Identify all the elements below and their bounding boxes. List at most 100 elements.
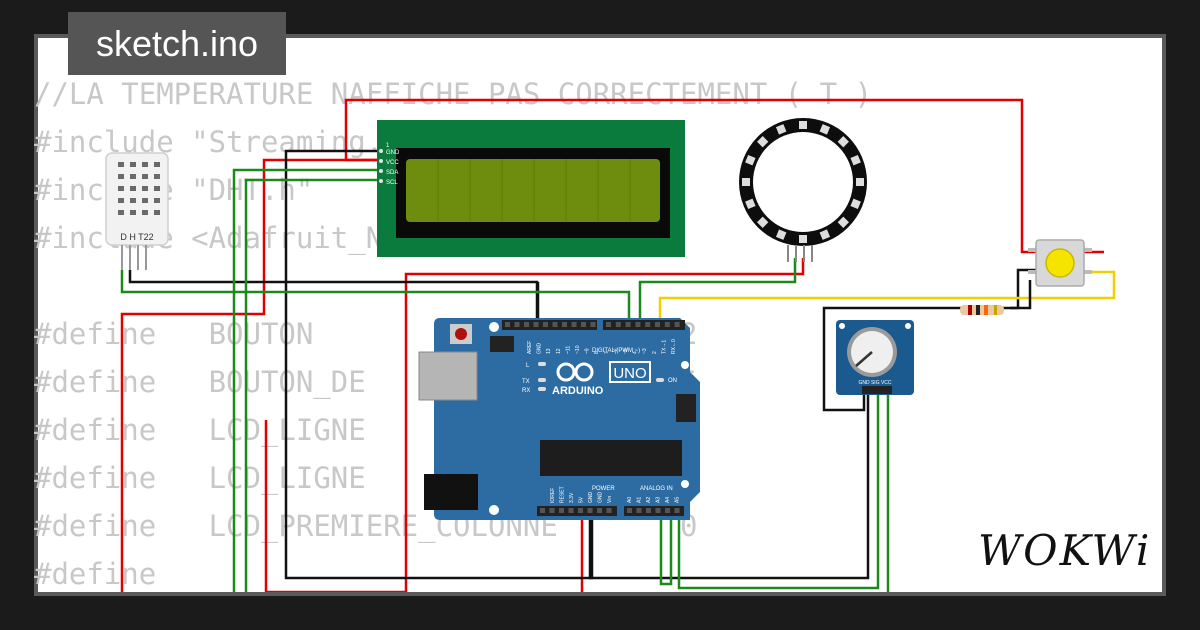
pin-label: 3.3V [569,492,575,503]
on-label: ON [668,378,677,384]
lcd-pin-scl: SCL [386,180,398,186]
header-pin[interactable] [559,508,564,513]
header-pin[interactable] [646,508,651,513]
header-pin[interactable] [578,508,583,513]
pot-pin-labels: GND SIG VCC [858,380,891,386]
lcd-pin-gnd: GND [386,150,400,156]
header-pin[interactable] [655,322,660,327]
header-pin[interactable] [625,322,631,327]
wire-green [677,392,880,590]
header-pin[interactable] [533,322,539,327]
pin-label: 12 [556,348,562,354]
header-pin[interactable] [636,508,642,513]
header-pin[interactable] [597,508,602,513]
rx-label: RX [522,388,530,394]
wire-red [120,158,380,592]
header-pin[interactable] [540,508,545,513]
code-line: #define BOUTON 2 [34,317,698,351]
neopixel-led [757,136,769,148]
pin-label: A3 [656,497,662,503]
potentiometer[interactable]: GND SIG VCC [836,320,914,395]
neopixel-led [745,198,756,210]
pin-label: 4 [633,351,639,354]
pin-label: A0 [627,497,633,503]
header-pin[interactable] [552,322,558,327]
neopixel-ring[interactable] [739,118,867,262]
arduino-model: UNO [613,365,646,382]
push-button[interactable] [1028,239,1092,287]
pin-label: ~11 [565,346,571,354]
header-pin[interactable] [514,322,520,327]
pin-label: 7 [604,351,610,354]
pin-label: Vin [607,496,613,503]
lcd-pin-sda: SDA [386,170,398,176]
header-pin[interactable] [615,322,621,327]
neopixel-led [850,198,861,210]
pin-label: 8 [594,351,600,354]
pin-label: 2 [652,351,658,354]
header-pin[interactable] [655,508,661,513]
pin-label: GND [537,343,543,355]
wire-black [822,268,1040,412]
neopixel-led [799,235,807,243]
neopixel-led [819,229,831,240]
header-pin[interactable] [627,508,632,513]
header-pin[interactable] [581,322,586,327]
header-pin[interactable] [664,322,670,327]
neopixel-led [745,154,756,166]
tx-label: TX [522,379,530,385]
pin-label: ~9 [585,348,591,354]
wire-green [659,512,673,586]
pin-label: A1 [637,497,643,503]
pin-label: AREF [527,341,533,354]
header-pin[interactable] [587,508,593,513]
wire-green [120,270,631,322]
neopixel-led [837,136,849,148]
neopixel-led [856,178,864,186]
pin-label: TX→1 [661,340,667,354]
arduino-brand: ARDUINO [552,385,604,397]
power-label: POWER [592,486,615,492]
pin-label: GND [588,492,594,504]
dht22-sensor[interactable]: D H T22 [105,152,169,270]
neopixel-led [775,229,787,240]
header-pin[interactable] [606,322,611,327]
pin-label: ~5 [623,348,629,354]
pin-label: 13 [546,348,552,354]
header-pin[interactable] [505,322,510,327]
header-pin[interactable] [674,322,680,327]
arduino-uno-board[interactable]: ARDUINO UNO DIGITAL (PWM ~) POWER ANALOG… [418,318,700,520]
header-pin[interactable] [606,508,612,513]
header-pin[interactable] [562,322,567,327]
header-pin[interactable] [543,322,548,327]
wokwi-logo: WOKWi [978,526,1152,575]
neopixel-led [757,216,769,228]
code-line: //LA TEMPERATURE NAFFICHE PAS CORRECTEME… [34,77,873,111]
analog-label: ANALOG IN [640,486,673,492]
header-pin[interactable] [645,322,651,327]
wire-green [232,168,380,592]
header-pin[interactable] [549,508,555,513]
wire-green [638,258,797,322]
sketch-filename-tab[interactable]: sketch.ino [68,12,286,75]
neopixel-led [819,124,831,135]
wire-black [284,149,594,580]
code-line: #define [34,557,157,591]
header-pin[interactable] [635,322,641,327]
pin-label: 5V [579,496,585,503]
header-pin[interactable] [665,508,670,513]
pin-label: RX←0 [671,339,677,354]
digital-label: DIGITAL (PWM ~) [592,348,640,354]
wire-black [588,392,870,580]
neopixel-led [799,121,807,129]
lcd-display[interactable]: 1 GND VCC SDA SCL [377,120,685,257]
header-pin[interactable] [571,322,577,327]
wire-red [264,258,805,592]
wire-green [244,178,380,592]
header-pin[interactable] [524,322,529,327]
pin-label: ~3 [642,348,648,354]
header-pin[interactable] [674,508,680,513]
header-pin[interactable] [590,322,596,327]
header-pin[interactable] [568,508,574,513]
